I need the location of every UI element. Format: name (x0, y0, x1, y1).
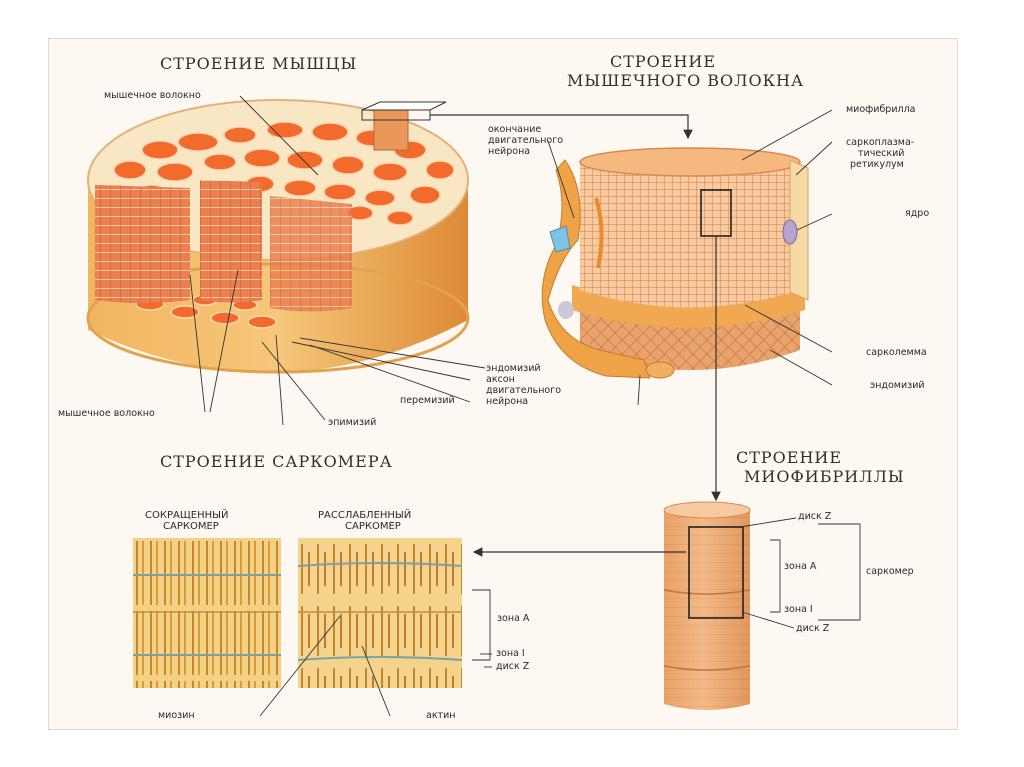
title-myofibril-line2: МИОФИБРИЛЛЫ (744, 467, 905, 486)
label-disk-z: диск Z (496, 661, 530, 672)
title-myofibril-line1: СТРОЕНИЕ (736, 448, 843, 467)
myofibril-top (663, 501, 751, 519)
fiber-sr-tube (789, 159, 809, 301)
label-mf-zone-a: зона А (784, 561, 817, 572)
fiber-top-face (579, 147, 801, 177)
fascicle-cutaway-2 (200, 180, 262, 303)
label-nucleus: ядро (905, 208, 930, 219)
label-zone-a: зона А (497, 613, 530, 624)
label-nerve-ending-2: двигательного (488, 135, 564, 146)
fiber-body (580, 160, 800, 308)
label-muscle-fiber-bottom: мышечное волокно (58, 408, 155, 419)
label-mf-sarcomere: саркомер (866, 566, 914, 577)
label-endomysium: эндомизий (486, 363, 541, 374)
label-relaxed-1: РАССЛАБЛЕННЫЙ (318, 510, 412, 521)
label-muscle-fiber-top: мышечное волокно (104, 90, 201, 101)
title-muscle: СТРОЕНИЕ МЫШЦЫ (160, 54, 358, 73)
label-nerve-ending-1: окончание (488, 124, 542, 135)
label-mf-disk-z-top: диск Z (798, 511, 832, 522)
label-epimysium: эпимизий (328, 417, 377, 428)
label-relaxed-2: САРКОМЕР (345, 521, 401, 532)
myofibril-line (663, 589, 751, 671)
fiber-illustration (541, 147, 809, 379)
fascicles-bottom (135, 294, 277, 329)
muscle-illustration (86, 99, 470, 374)
label-sarcolemma: сарколемма (866, 347, 927, 358)
myofibril-illustration (663, 501, 751, 710)
label-contracted-2: САРКОМЕР (163, 521, 219, 532)
label-myofibril: миофибрилла (846, 104, 916, 115)
fascicle-cutaway-1 (95, 185, 190, 303)
label-zone-i: зона I (496, 648, 525, 659)
label-sr-2: тический (858, 148, 905, 159)
label-axon-1: аксон (486, 374, 515, 385)
sarcomere-relaxed (297, 538, 463, 688)
label-perimysium: перемизий (400, 395, 455, 406)
sample-block (361, 101, 447, 151)
label-axon-2: двигательного (486, 385, 562, 396)
fiber-nucleus (782, 219, 798, 245)
label-sr-1: саркоплазма- (846, 137, 915, 148)
leader-lines (189, 95, 861, 717)
sarcomere-contracted (133, 538, 281, 688)
title-fiber-line2: МЫШЕЧНОГО ВОЛОКНА (567, 71, 805, 90)
fascicle-cutaway-3 (270, 196, 352, 312)
label-nerve-ending-3: нейрона (488, 146, 531, 157)
label-myosin: миозин (158, 710, 195, 721)
label-fiber-endomysium: эндомизий (870, 380, 925, 391)
label-sr-3: ретикулум (850, 159, 904, 170)
motor-neuron (541, 159, 675, 379)
label-actin: актин (426, 710, 456, 721)
myofibril-magnify-box (688, 526, 744, 619)
label-axon-3: нейрона (486, 396, 529, 407)
label-mf-disk-z-bottom: диск Z (796, 623, 830, 634)
connector-arrows (430, 114, 721, 557)
label-mf-zone-i: зона I (784, 604, 813, 615)
arrow-muscle-to-fiber (430, 114, 693, 140)
title-fiber-line1: СТРОЕНИЕ (610, 52, 717, 71)
label-contracted-1: СОКРАЩЕННЫЙ (145, 510, 229, 521)
title-sarcomere: СТРОЕНИЕ САРКОМЕРА (160, 452, 393, 471)
